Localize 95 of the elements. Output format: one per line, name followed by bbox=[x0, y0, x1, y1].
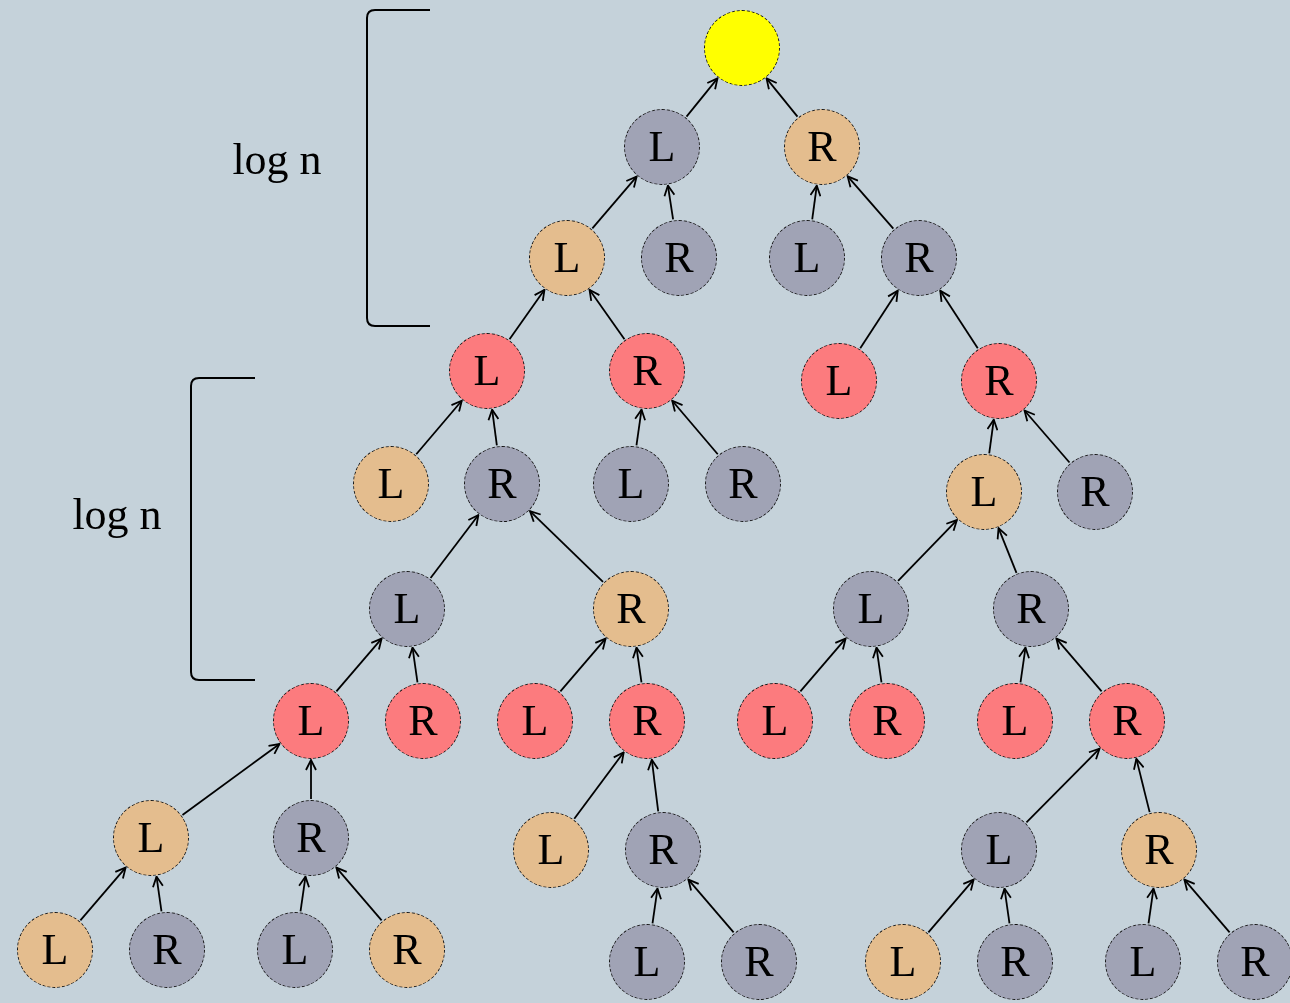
node-label: R bbox=[904, 236, 934, 280]
node-label: L bbox=[617, 462, 645, 506]
arrow bbox=[1133, 757, 1151, 814]
node-label: R bbox=[1080, 470, 1110, 514]
arrow bbox=[152, 875, 164, 913]
arrow bbox=[647, 758, 660, 813]
arrow bbox=[846, 175, 895, 230]
node-label: R bbox=[872, 699, 902, 743]
node-label: R bbox=[632, 699, 662, 743]
arrow bbox=[986, 418, 999, 455]
arrow bbox=[663, 184, 676, 221]
node-label: L bbox=[1129, 940, 1157, 984]
node-label: R bbox=[664, 236, 694, 280]
arrow bbox=[939, 289, 979, 350]
node-label: L bbox=[970, 470, 998, 514]
arrow bbox=[298, 875, 310, 913]
arrow bbox=[591, 175, 638, 230]
node-label: L bbox=[41, 928, 69, 972]
node-label: L bbox=[825, 359, 853, 403]
arrow bbox=[1055, 637, 1103, 693]
arrow bbox=[671, 399, 719, 456]
arrow bbox=[799, 637, 847, 693]
arrow bbox=[79, 866, 127, 922]
node-label: L bbox=[137, 816, 165, 860]
node-label: R bbox=[392, 928, 422, 972]
arrow bbox=[859, 289, 899, 350]
arrow bbox=[872, 646, 884, 684]
node-label: R bbox=[408, 699, 438, 743]
arrow bbox=[588, 288, 626, 341]
node-label: L bbox=[473, 349, 501, 393]
node-label: L bbox=[393, 587, 421, 631]
arrow bbox=[1025, 747, 1101, 824]
node-label: L bbox=[521, 699, 549, 743]
tree-node bbox=[784, 109, 860, 185]
tree-node bbox=[833, 571, 909, 647]
node-label: L bbox=[985, 828, 1013, 872]
arrow bbox=[1146, 887, 1158, 925]
arrow bbox=[650, 887, 662, 925]
arrow bbox=[429, 514, 480, 579]
node-label: L bbox=[793, 236, 821, 280]
arrow bbox=[305, 759, 317, 800]
arrow bbox=[573, 751, 625, 820]
node-label: L bbox=[297, 699, 325, 743]
arrow bbox=[1183, 878, 1231, 934]
node-label: L bbox=[377, 462, 405, 506]
node-label: L bbox=[889, 940, 917, 984]
node-label: L bbox=[761, 699, 789, 743]
arrow bbox=[1000, 887, 1012, 925]
height-label: log n bbox=[232, 138, 322, 182]
node-label: L bbox=[633, 940, 661, 984]
arrow bbox=[335, 637, 383, 693]
arrow bbox=[181, 743, 281, 816]
arrow bbox=[408, 646, 420, 684]
node-label: R bbox=[296, 816, 326, 860]
node-label: R bbox=[616, 587, 646, 631]
node-label: R bbox=[807, 125, 837, 169]
node-label: R bbox=[1000, 940, 1030, 984]
node-label: R bbox=[1144, 828, 1174, 872]
node-label: R bbox=[744, 940, 774, 984]
tree-node bbox=[961, 812, 1037, 888]
node-label: L bbox=[857, 587, 885, 631]
node-label: R bbox=[1240, 940, 1270, 984]
node-label: R bbox=[728, 462, 758, 506]
node-label: L bbox=[537, 828, 565, 872]
arrow bbox=[1018, 646, 1030, 684]
arrow bbox=[996, 527, 1018, 574]
node-label: L bbox=[553, 236, 581, 280]
arrow bbox=[809, 184, 822, 221]
arrow bbox=[897, 519, 958, 582]
arrow bbox=[529, 510, 604, 583]
node-label: L bbox=[648, 125, 676, 169]
arrow bbox=[335, 866, 383, 922]
arrow bbox=[927, 878, 975, 934]
height-label: log n bbox=[72, 493, 162, 537]
node-label: L bbox=[281, 928, 309, 972]
arrow bbox=[634, 408, 646, 447]
tree-node bbox=[593, 571, 669, 647]
node-label: L bbox=[1001, 699, 1029, 743]
node-label: R bbox=[984, 359, 1014, 403]
node-label: R bbox=[487, 462, 517, 506]
arrow bbox=[687, 878, 735, 934]
node-label: R bbox=[1016, 587, 1046, 631]
node-label: R bbox=[648, 828, 678, 872]
arrow bbox=[508, 288, 546, 341]
tree-node bbox=[1089, 683, 1165, 759]
node-label: R bbox=[632, 349, 662, 393]
arrow bbox=[487, 408, 500, 447]
node-label: R bbox=[1112, 699, 1142, 743]
arrow bbox=[765, 77, 799, 118]
arrow bbox=[559, 637, 607, 693]
arrow bbox=[632, 646, 644, 684]
arrow bbox=[1023, 409, 1071, 464]
arrow bbox=[415, 399, 463, 456]
node-label: R bbox=[152, 928, 182, 972]
arrow bbox=[685, 77, 719, 118]
